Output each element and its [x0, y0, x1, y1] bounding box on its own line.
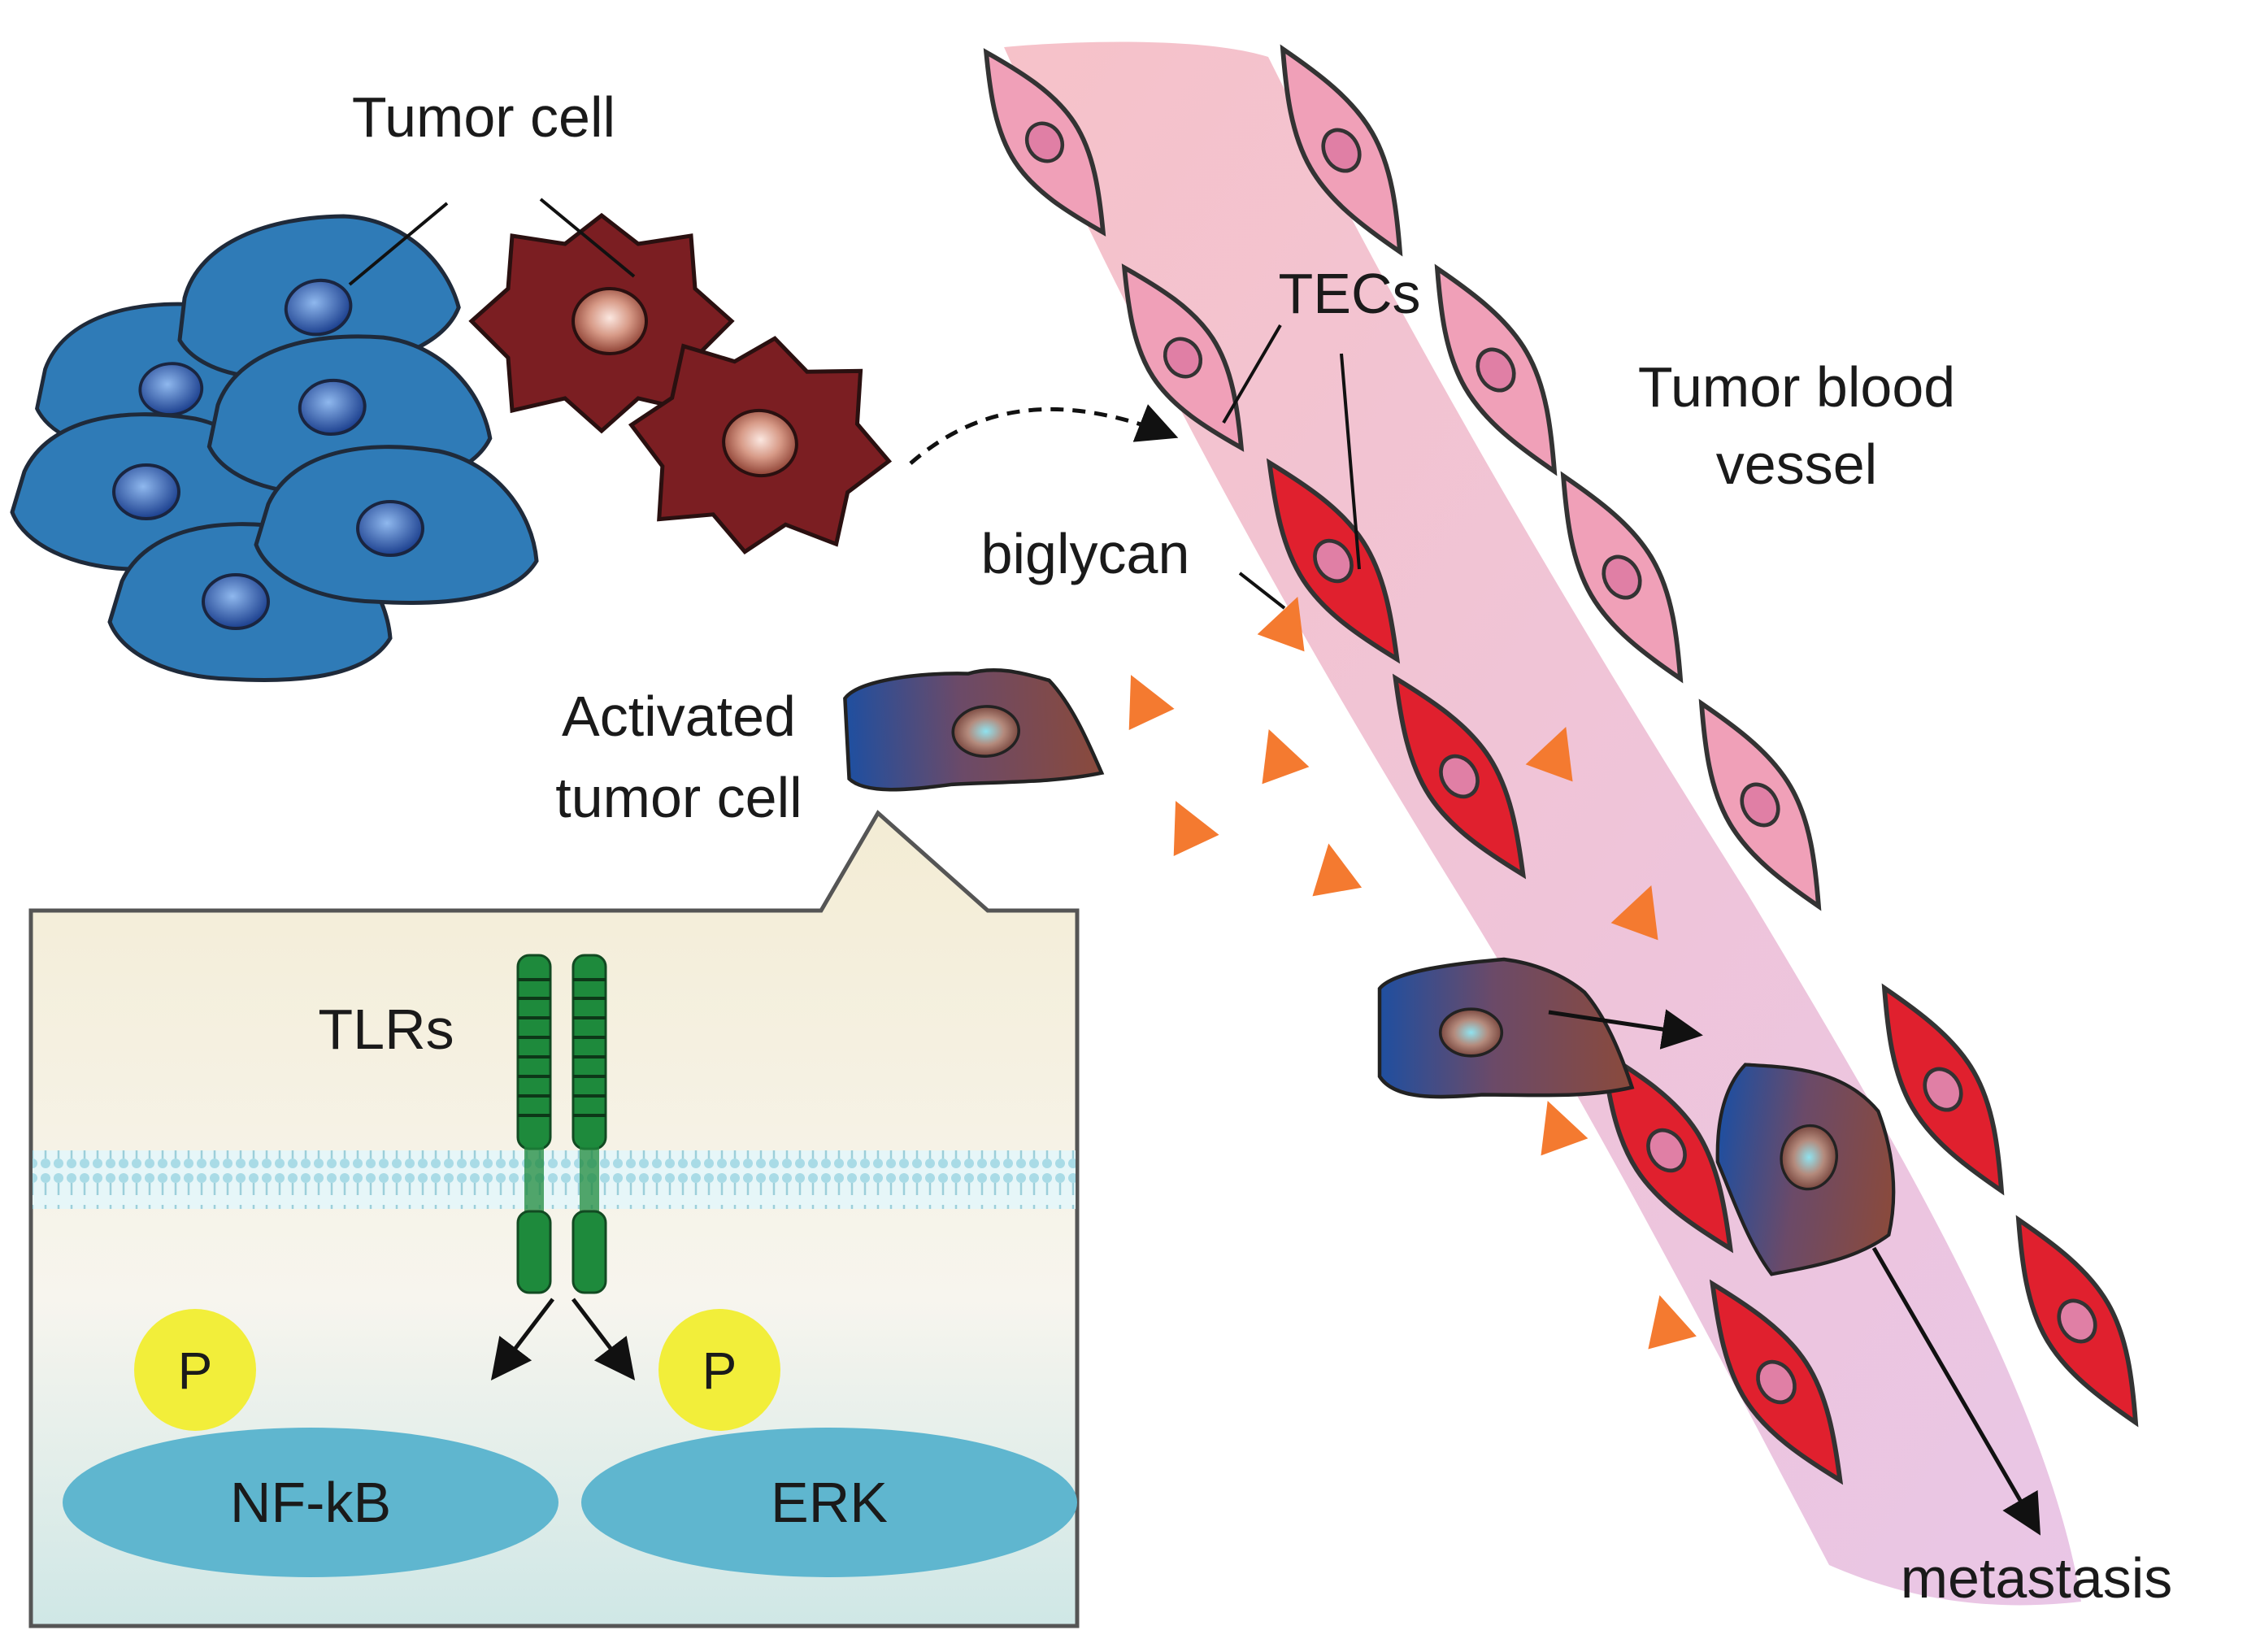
tumor-cell-icon — [616, 320, 904, 570]
tec-cells-left-wall — [956, 33, 1870, 1499]
signaling-inset-panel: TLRs P NF-kB P ERK — [28, 810, 1080, 1628]
nfkb-protein — [63, 1428, 558, 1577]
nfkb-label: NF-kB — [230, 1471, 391, 1534]
tec-cell-icon — [956, 33, 1132, 251]
tecs-leader-left — [1222, 324, 1282, 424]
biglycan-triangle-icon — [1153, 790, 1219, 856]
tumor-cell-label: Tumor cell — [352, 85, 615, 149]
activated-tumor-cell-label-line2: tumor cell — [555, 766, 802, 829]
tumor-cell-icon — [163, 195, 466, 398]
biglycan-triangle-icon — [1523, 1092, 1589, 1156]
erk-protein — [581, 1428, 1077, 1577]
tec-cell-icon — [1683, 1264, 1870, 1499]
biglycan-label: biglycan — [981, 522, 1190, 585]
metastasis-label: metastasis — [1901, 1546, 2173, 1610]
activated-tumor-cell-icon — [1715, 1063, 1896, 1276]
biglycan-leader — [1238, 572, 1286, 610]
tumor-cell-leader-left — [348, 202, 449, 286]
tec-cell-icon — [1406, 250, 1585, 489]
tecs-label: TECs — [1279, 262, 1421, 325]
vessel-lumen — [1004, 41, 2081, 1606]
callout-panel — [28, 810, 1080, 1628]
membrane-icon — [33, 1150, 1076, 1209]
red-tumor-cells — [472, 215, 904, 570]
arrow-to-erk — [572, 1298, 636, 1380]
tumor-cell-icon — [110, 524, 390, 680]
vessel-label-line1: Tumor blood — [1638, 355, 1955, 419]
tumor-cell-icon — [201, 324, 493, 504]
tec-cell-icon — [1854, 970, 2032, 1208]
tumor-cell-cluster — [12, 195, 537, 680]
tec-cell-icon — [1573, 1032, 1760, 1267]
phospho-right-label: P — [702, 1341, 737, 1400]
tumor-blood-vessel — [1004, 41, 2081, 1606]
tec-cell-icon — [1240, 443, 1427, 678]
tumor-cell-icon — [12, 415, 293, 571]
biglycan-triangle-icon — [1245, 720, 1310, 785]
tecs-leader-right — [1340, 353, 1361, 570]
erk-label: ERK — [771, 1471, 888, 1534]
tec-cell-icon — [1252, 31, 1431, 269]
vessel-label-line2: vessel — [1716, 433, 1877, 496]
activated-tumor-cell-label-line1: Activated — [562, 685, 796, 748]
biglycan-triangle-icon — [1303, 839, 1363, 897]
phospho-right-icon — [658, 1309, 780, 1431]
tec-cell-icon — [1094, 248, 1271, 467]
intravasation-arrow — [1548, 1009, 1703, 1050]
migration-dashed-arrow — [909, 404, 1179, 465]
tec-cells-right-wall — [1252, 31, 2167, 1440]
activated-tumor-cell-icon — [843, 667, 1105, 792]
arrow-to-nfkb — [490, 1298, 554, 1380]
tec-cell-icon — [1988, 1202, 2167, 1440]
tlrs-label: TLRs — [318, 998, 454, 1061]
tumor-cell-icon — [472, 215, 732, 431]
tumor-cell-leader-right — [539, 198, 636, 278]
tlr-receptor-icon — [516, 954, 607, 1294]
tumor-cell-icon — [256, 447, 537, 603]
biglycan-triangle-icon — [1108, 664, 1175, 730]
metastasis-arrow — [1871, 1246, 2041, 1536]
activated-tumor-cell-icon — [1377, 957, 1635, 1099]
biglycan-triangle-icon — [1635, 1289, 1697, 1350]
tec-cell-icon — [1671, 685, 1849, 924]
phospho-left-label: P — [178, 1341, 213, 1400]
phospho-left-icon — [134, 1309, 256, 1431]
tec-cell-icon — [1532, 458, 1711, 696]
tec-cell-icon — [1366, 659, 1553, 893]
